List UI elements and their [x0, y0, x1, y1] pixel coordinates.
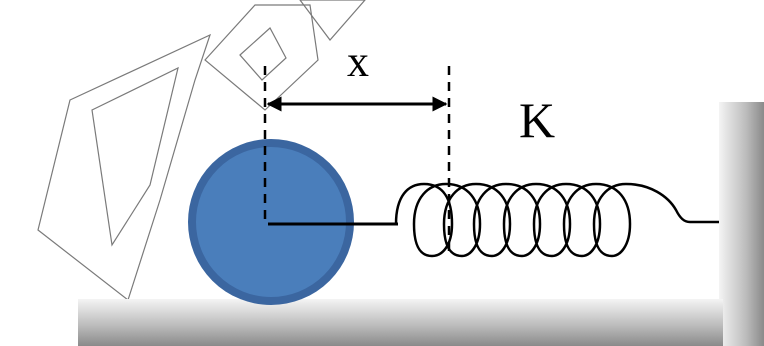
- spring-coil: [394, 182, 719, 258]
- right-wall: [719, 102, 764, 346]
- spring-constant-label: K: [519, 92, 555, 148]
- displacement-label: x: [347, 37, 369, 86]
- mass-ball: [188, 139, 354, 305]
- floor: [78, 299, 723, 346]
